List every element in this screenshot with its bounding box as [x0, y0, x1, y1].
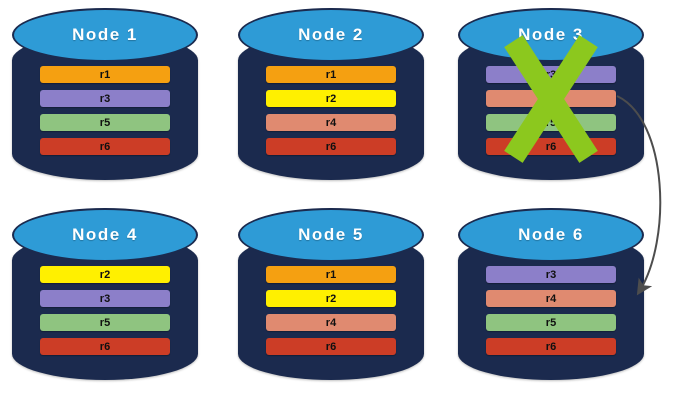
record-bar[interactable]: r5	[40, 314, 170, 331]
record-bar[interactable]: r4	[266, 314, 396, 331]
node-title: Node 2	[298, 25, 364, 44]
record-bar[interactable]: r5	[486, 314, 616, 331]
record-list: r3 r4 r5 r6	[486, 266, 616, 362]
record-bar[interactable]: r6	[266, 338, 396, 355]
cylinder-top-ellipse	[12, 8, 198, 62]
cylinder-top-ellipse	[238, 8, 424, 62]
record-bar[interactable]: r6	[266, 138, 396, 155]
record-bar[interactable]: r5	[40, 114, 170, 131]
record-bar[interactable]: r1	[266, 266, 396, 283]
record-bar[interactable]: r3	[486, 266, 616, 283]
node-cylinder[interactable]: Node 5 r1 r2 r4 r6	[238, 208, 424, 390]
record-list: r2 r3 r5 r6	[40, 266, 170, 362]
record-bar[interactable]: r3	[40, 90, 170, 107]
record-bar[interactable]: r2	[40, 266, 170, 283]
record-bar[interactable]: r1	[266, 66, 396, 83]
record-bar[interactable]: r4	[486, 90, 616, 107]
node-title: Node 6	[518, 225, 584, 244]
node-cylinder[interactable]: Node 6 r3 r4 r5 r6	[458, 208, 644, 390]
record-bar[interactable]: r2	[266, 290, 396, 307]
node-title: Node 4	[72, 225, 138, 244]
node-title: Node 3	[518, 25, 584, 44]
cylinder-top-ellipse	[12, 208, 198, 262]
record-bar[interactable]: r6	[486, 338, 616, 355]
node-cylinder[interactable]: Node 2 r1 r2 r4 r6	[238, 8, 424, 190]
node-cylinder[interactable]: Node 3 r3 r4 r5 r6	[458, 8, 644, 190]
cylinder-top-ellipse	[458, 208, 644, 262]
record-bar[interactable]: r4	[486, 290, 616, 307]
record-list: r1 r2 r4 r6	[266, 66, 396, 162]
cylinder-top-ellipse	[238, 208, 424, 262]
node-cylinder[interactable]: Node 1 r1 r3 r5 r6	[12, 8, 198, 190]
record-bar[interactable]: r5	[486, 114, 616, 131]
record-bar[interactable]: r4	[266, 114, 396, 131]
record-bar[interactable]: r3	[486, 66, 616, 83]
node-title: Node 5	[298, 225, 364, 244]
node-title: Node 1	[72, 25, 138, 44]
record-bar[interactable]: r6	[40, 338, 170, 355]
record-bar[interactable]: r6	[486, 138, 616, 155]
record-bar[interactable]: r1	[40, 66, 170, 83]
node-cylinder[interactable]: Node 4 r2 r3 r5 r6	[12, 208, 198, 390]
record-bar[interactable]: r3	[40, 290, 170, 307]
record-list: r1 r2 r4 r6	[266, 266, 396, 362]
record-bar[interactable]: r2	[266, 90, 396, 107]
record-list: r1 r3 r5 r6	[40, 66, 170, 162]
record-list: r3 r4 r5 r6	[486, 66, 616, 162]
record-bar[interactable]: r6	[40, 138, 170, 155]
